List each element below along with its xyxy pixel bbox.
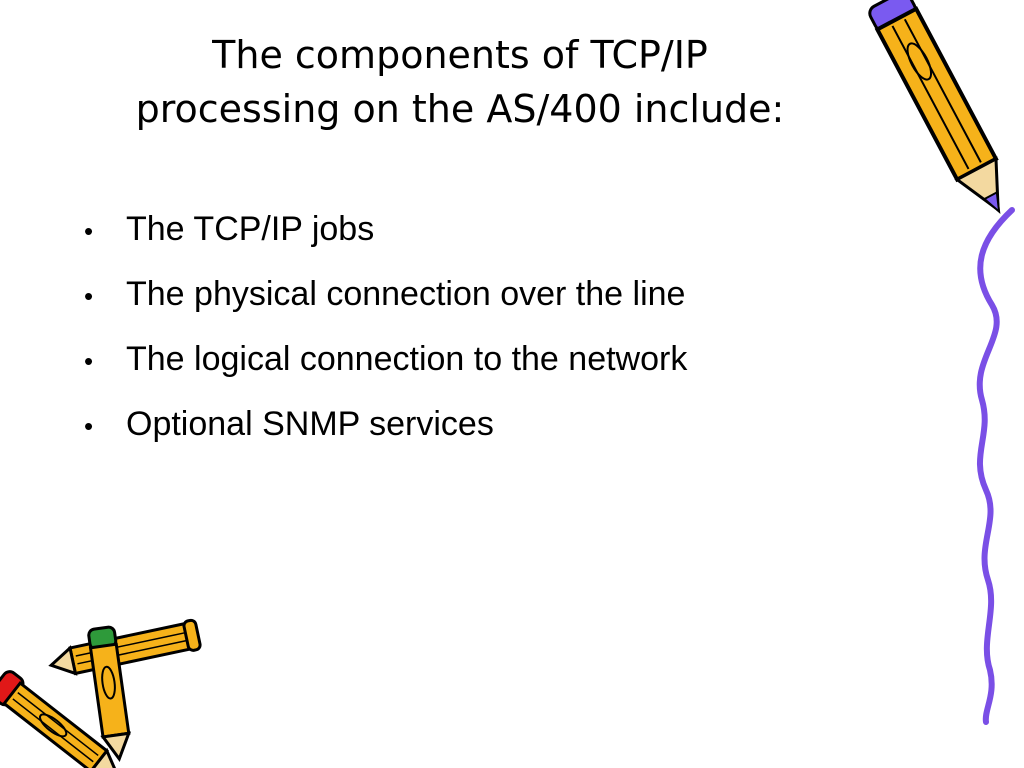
bullet-item: • The logical connection to the network (84, 340, 687, 405)
bullet-item: • Optional SNMP services (84, 405, 687, 470)
bullet-mark: • (84, 346, 94, 376)
title-line-1: The components of TCP/IP (212, 33, 708, 77)
slide-title: The components of TCP/IP processing on t… (60, 28, 860, 136)
bullet-text: The TCP/IP jobs (126, 210, 375, 248)
squiggle-path (976, 207, 1015, 725)
pencils-icon (0, 618, 202, 768)
pencil-body (68, 621, 195, 676)
bullet-text: The logical connection to the network (126, 340, 688, 378)
bullet-mark: • (84, 411, 94, 441)
bullet-item: • The TCP/IP jobs (84, 210, 687, 275)
bullet-text: Optional SNMP services (126, 405, 494, 443)
pencil-icon (868, 0, 1001, 215)
title-line-2: processing on the AS/400 include: (135, 87, 785, 131)
bullet-text: The physical connection over the line (126, 275, 686, 313)
bullet-item: • The physical connection over the line (84, 275, 687, 340)
pencil-body (874, 6, 999, 183)
bullet-mark: • (84, 216, 94, 246)
squiggle-line (976, 207, 1015, 725)
bullet-list: • The TCP/IP jobs • The physical connect… (84, 210, 687, 470)
pencil-body (2, 680, 109, 768)
bullet-mark: • (84, 281, 94, 311)
